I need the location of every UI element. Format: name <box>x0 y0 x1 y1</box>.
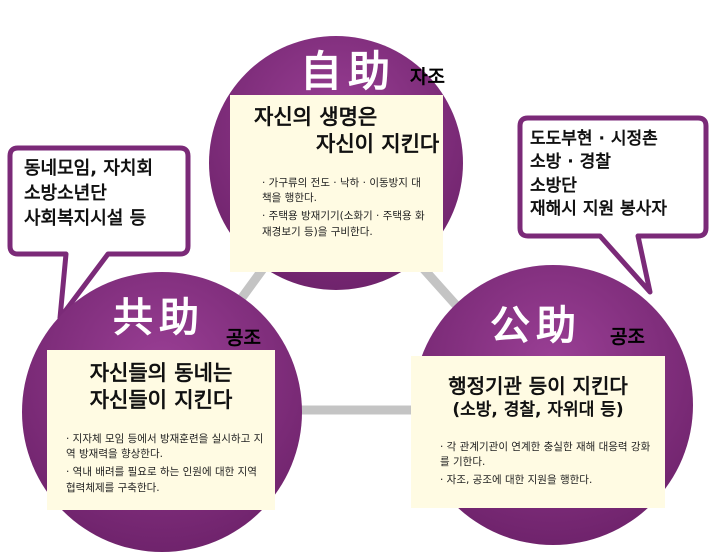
circle-gongjo-mutual <box>22 272 302 552</box>
bubble-right-line-1: 도도부현 · 시정촌 <box>530 129 658 149</box>
gongjo-mutual-heading-line-1: 자신들의 동네는 <box>89 361 233 385</box>
bubble-right-text: 도도부현 · 시정촌 소방 · 경찰 소방단 재해시 지원 봉사자 <box>530 128 706 222</box>
bubble-left-line-3: 사회복지시설 등 <box>24 208 147 230</box>
gongjo-public-bullet-1: · 각 관계기관이 연계한 충실한 재해 대응력 강화를 기한다. <box>440 441 651 469</box>
bubble-right-line-3: 소방단 <box>530 175 577 196</box>
jijo-title: 自助 <box>300 47 397 96</box>
jijo-bullet-2: · 주택용 방재기기(소화기 · 주택용 화재경보기 등)을 구비한다. <box>262 210 425 238</box>
gongjo-mutual-bullets: · 지자체 모임 등에서 방재훈련을 실시하고 지역 방재력을 향상한다. · … <box>66 432 266 499</box>
gongjo-public-heading: 행정기관 등이 지킨다 (소방, 경찰, 자위대 등) <box>412 374 664 421</box>
gongjo-public-title: 公助 <box>490 303 582 349</box>
gongjo-mutual-heading: 자신들의 동네는 자신들이 지킨다 <box>48 360 274 414</box>
jijo-bullet-1: · 가구류의 전도 · 낙하 · 이동방지 대책을 행한다. <box>262 177 421 205</box>
gongjo-public-heading-line-2: (소방, 경찰, 자위대 등) <box>452 399 624 420</box>
gongjo-mutual-bullet-1: · 지자체 모임 등에서 방재훈련을 실시하고 지역 방재력을 향상한다. <box>66 433 264 461</box>
bubble-right-shape <box>517 115 709 295</box>
bubble-right-line-2: 소방 · 경찰 <box>530 152 611 173</box>
gongjo-mutual-bullet-2: · 역내 배려를 필요로 하는 인원에 대한 지역 협력체제를 구축한다. <box>66 466 257 494</box>
gongjo-mutual-subtitle: 공조 <box>226 327 261 349</box>
circle-gongjo-public <box>411 265 693 545</box>
circle-jijo <box>209 36 463 290</box>
jijo-bullets: · 가구류의 전도 · 낙하 · 이동방지 대책을 행한다. · 주택용 방재기… <box>262 176 430 243</box>
jijo-heading-line-1: 자신의 생명은 <box>254 105 378 129</box>
gongjo-public-bullets: · 각 관계기관이 연계한 충실한 재해 대응력 강화를 기한다. · 자조, … <box>440 440 656 492</box>
gongjo-mutual-title: 共助 <box>113 295 205 341</box>
bubble-right-line-4: 재해시 지원 봉사자 <box>530 199 667 220</box>
bubble-left-line-2: 소방소년단 <box>24 183 107 205</box>
gongjo-public-subtitle: 공조 <box>610 326 645 348</box>
jijo-heading: 자신의 생명은 자신이 지킨다 <box>232 104 472 158</box>
bubble-left-shape <box>7 145 191 321</box>
gongjo-mutual-heading-line-2: 자신들이 지킨다 <box>89 387 233 412</box>
gongjo-public-heading-line-1: 행정기관 등이 지킨다 <box>448 374 628 398</box>
bubble-left-text: 동네모임, 자치회 소방소년단 사회복지시설 등 <box>24 156 184 232</box>
bubble-left-line-1: 동네모임, 자치회 <box>24 158 154 179</box>
gongjo-public-bullet-2: · 자조, 공조에 대한 지원을 행한다. <box>440 474 593 487</box>
jijo-heading-line-2: 자신이 지킨다 <box>316 131 440 156</box>
jijo-subtitle: 자조 <box>410 66 445 88</box>
